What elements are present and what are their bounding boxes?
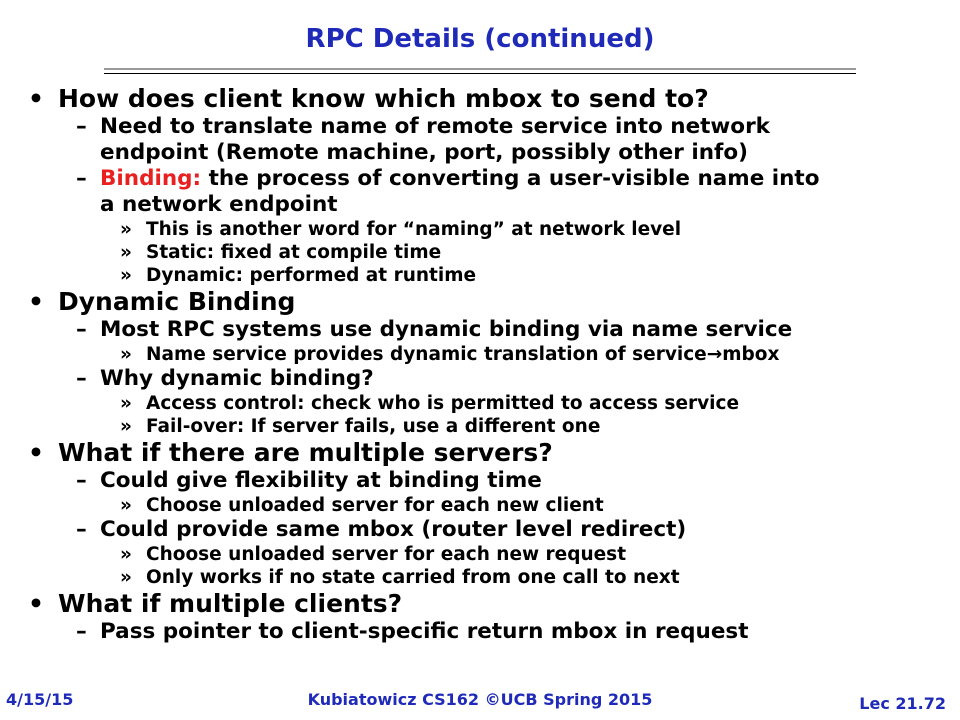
dash-marker: – (76, 166, 87, 191)
subsub-static: »Static: fixed at compile time (120, 242, 442, 263)
sub-why-dynamic: –Why dynamic binding? (76, 366, 374, 391)
chevron-marker: » (120, 393, 132, 414)
subsub-naming: »This is another word for “naming” at ne… (120, 219, 682, 240)
bullet-marker: • (28, 438, 44, 467)
slide-title: RPC Details (continued) (305, 24, 655, 54)
footer-page-number: Lec 21.72 (859, 694, 946, 713)
dash-marker: – (76, 517, 87, 542)
slide-body: •How does client know which mbox to send… (0, 84, 960, 645)
title-rule-black (104, 73, 856, 74)
subsub-no-state: »Only works if no state carried from one… (120, 567, 680, 588)
sub-binding-definition: –Binding: the process of converting a us… (76, 166, 820, 217)
bullet-mbox-question: •How does client know which mbox to send… (28, 84, 709, 113)
dash-marker: – (76, 468, 87, 493)
dash-marker: – (76, 366, 87, 391)
bullet-marker: • (28, 589, 44, 618)
subsub-dynamic: »Dynamic: performed at runtime (120, 265, 477, 286)
chevron-marker: » (120, 567, 132, 588)
subsub-fail-over: »Fail-over: If server fails, use a diffe… (120, 416, 601, 437)
bullet-multiple-clients: •What if multiple clients? (28, 589, 403, 618)
subsub-translation: »Name service provides dynamic translati… (120, 344, 780, 365)
bullet-marker: • (28, 287, 44, 316)
chevron-marker: » (120, 544, 132, 565)
chevron-marker: » (120, 416, 132, 437)
dash-marker: – (76, 619, 87, 644)
title-rule-gray (104, 68, 856, 70)
sub-translate-name: –Need to translate name of remote servic… (76, 114, 770, 165)
binding-term: Binding: (100, 166, 202, 191)
bullet-multiple-servers: •What if there are multiple servers? (28, 438, 553, 467)
subsub-access-control: »Access control: check who is permitted … (120, 393, 740, 414)
chevron-marker: » (120, 219, 132, 240)
dash-marker: – (76, 317, 87, 342)
sub-name-service: –Most RPC systems use dynamic binding vi… (76, 317, 793, 342)
chevron-marker: » (120, 495, 132, 516)
footer-date: 4/15/15 (6, 690, 74, 709)
chevron-marker: » (120, 344, 132, 365)
subsub-new-request: »Choose unloaded server for each new req… (120, 544, 627, 565)
chevron-marker: » (120, 265, 132, 286)
dash-marker: – (76, 114, 87, 139)
sub-flexibility: –Could give flexibility at binding time (76, 468, 542, 493)
sub-return-mbox: –Pass pointer to client-specific return … (76, 619, 749, 644)
right-arrow-icon: → (706, 344, 723, 365)
bullet-dynamic-binding: •Dynamic Binding (28, 287, 296, 316)
bullet-marker: • (28, 84, 44, 113)
chevron-marker: » (120, 242, 132, 263)
footer-course: Kubiatowicz CS162 ©UCB Spring 2015 (307, 690, 653, 709)
subsub-new-client: »Choose unloaded server for each new cli… (120, 495, 604, 516)
sub-same-mbox: –Could provide same mbox (router level r… (76, 517, 687, 542)
